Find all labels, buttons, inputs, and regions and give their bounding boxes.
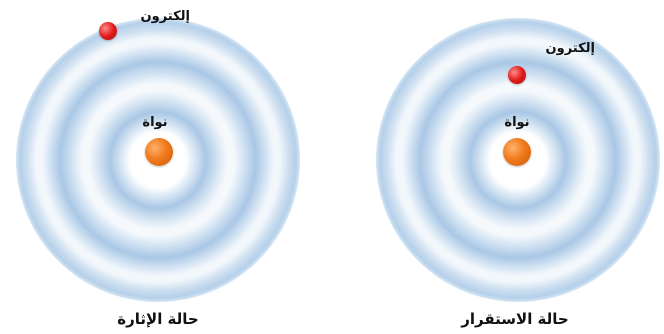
excited-state-electron (99, 22, 117, 40)
excited-state-caption: حالة الإثارة (117, 310, 199, 328)
ground-state-electron (508, 66, 526, 84)
excited-state-nucleus-label: نواة (142, 115, 168, 130)
ground-state-nucleus (503, 138, 531, 166)
ground-state-nucleus-label: نواة (504, 115, 530, 130)
ground-state-electron-label: إلكترون (545, 41, 595, 56)
excited-state-nucleus (145, 138, 173, 166)
ground-state-caption: حالة الاستقرار (461, 310, 569, 328)
excited-state-electron-label: إلكترون (140, 9, 190, 24)
